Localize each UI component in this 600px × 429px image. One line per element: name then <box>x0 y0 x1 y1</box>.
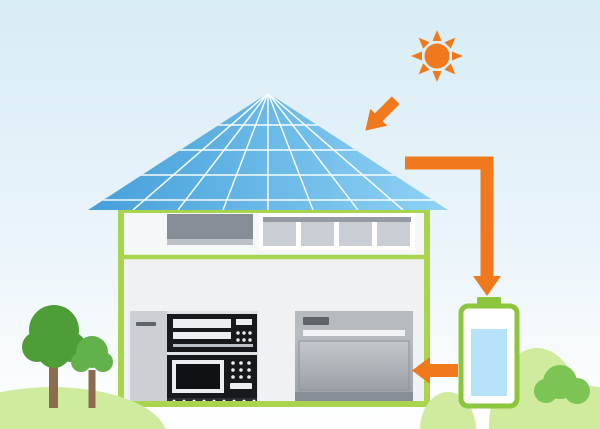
control-knob <box>242 331 246 335</box>
window-pane <box>339 222 372 246</box>
sun-core <box>424 43 450 69</box>
control-knob <box>248 331 252 335</box>
tree-trunk <box>49 356 58 408</box>
keypad-dot <box>239 361 243 365</box>
keypad-button <box>230 383 252 389</box>
left-greenery <box>0 305 166 429</box>
control-divider <box>173 344 253 347</box>
control-module <box>167 314 257 352</box>
kitchen-oven-unit <box>130 311 258 404</box>
tree-trunk <box>88 370 96 408</box>
window-pane <box>263 222 296 246</box>
range-hood <box>167 214 253 245</box>
window-pane <box>377 222 410 246</box>
window-pane <box>301 222 334 246</box>
range-hood-body <box>167 214 253 239</box>
keypad-dot <box>231 361 235 365</box>
bush <box>534 365 590 404</box>
microwave-module <box>167 355 257 399</box>
tree-large <box>22 305 86 408</box>
sun-icon <box>411 30 463 82</box>
left-ground-mound <box>0 387 166 429</box>
battery-to-house-arrow-icon <box>412 357 458 384</box>
sunlight-arrow-icon <box>365 96 400 131</box>
control-button <box>236 319 252 325</box>
display-bar <box>173 319 231 328</box>
cabinet-handle <box>136 322 156 326</box>
dishwasher-door <box>298 340 410 391</box>
keypad-dot <box>247 361 251 365</box>
battery-charge-level <box>471 329 507 396</box>
window-top-shade <box>263 217 411 222</box>
control-knob <box>236 338 240 342</box>
display-bar <box>173 332 231 339</box>
dishwasher-handle <box>303 317 329 325</box>
house <box>118 207 430 407</box>
keypad-dot <box>247 368 251 372</box>
control-knob <box>236 331 240 335</box>
control-knob <box>242 338 246 342</box>
keypad-dot <box>239 375 243 379</box>
roof-to-battery-arrow-icon <box>405 156 501 296</box>
upstairs-windows <box>259 213 415 250</box>
tree-foliage <box>22 305 86 368</box>
range-hood-trim <box>167 239 253 245</box>
keypad-dot <box>247 375 251 379</box>
tree-foliage <box>71 336 113 372</box>
keypad-dot <box>239 368 243 372</box>
dishwasher <box>295 311 413 404</box>
cabinet-side-panel <box>130 311 167 404</box>
keypad-dot <box>231 375 235 379</box>
keypad-dot <box>231 368 235 372</box>
dishwasher-slot <box>303 330 405 336</box>
control-knob <box>248 338 252 342</box>
tree-small <box>71 336 113 408</box>
microwave-window <box>176 364 220 389</box>
storage-battery <box>458 297 520 409</box>
